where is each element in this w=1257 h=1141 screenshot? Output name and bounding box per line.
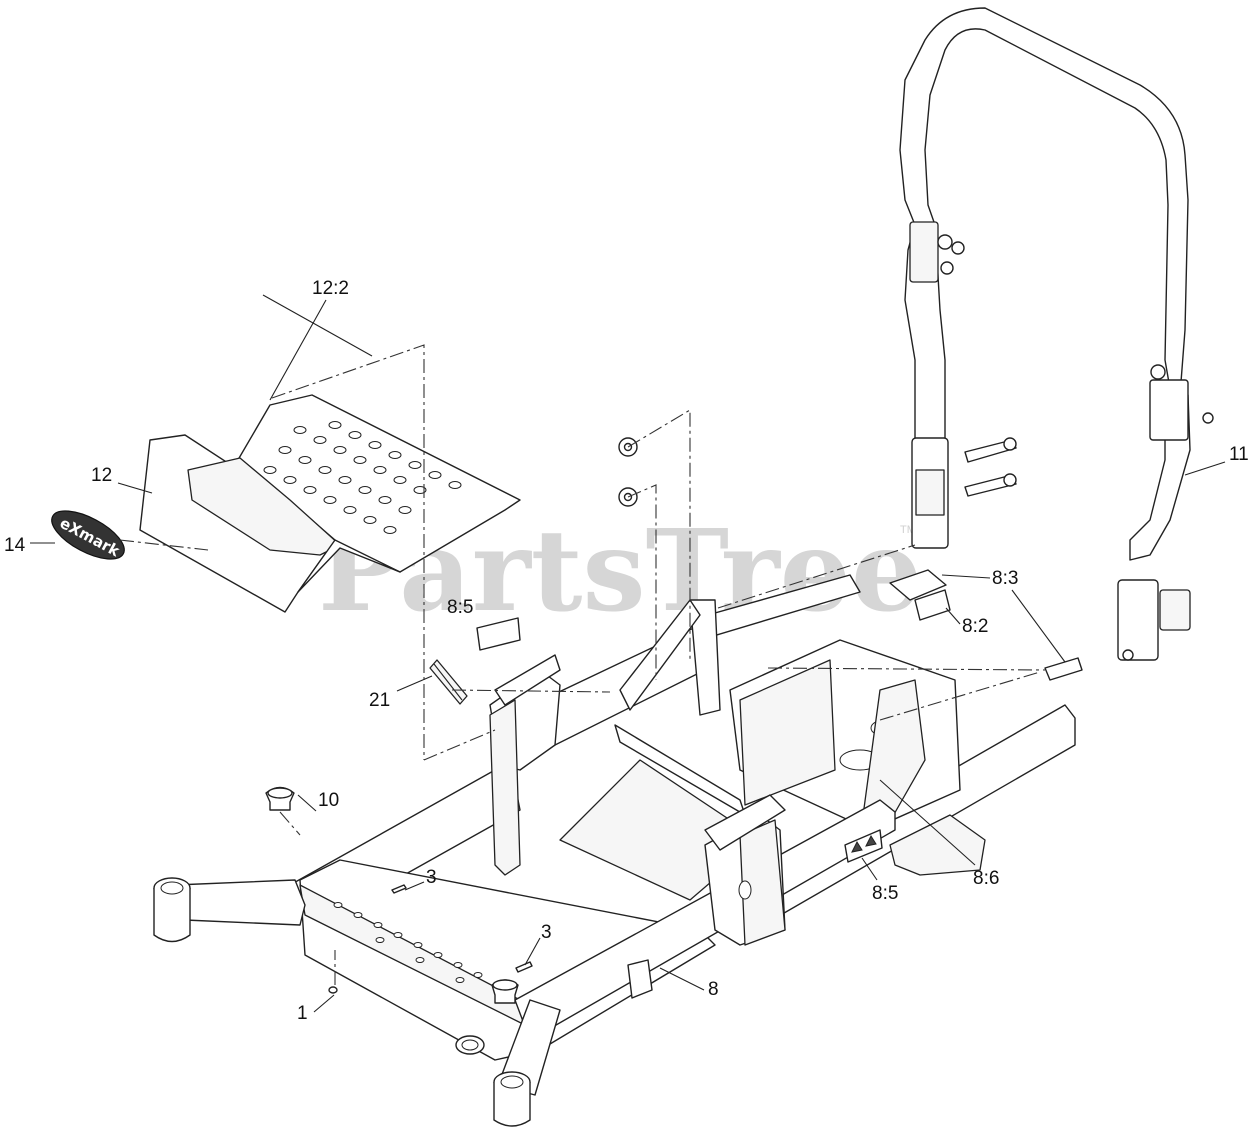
roll-bar xyxy=(899,7,1214,661)
callout-14: 14 xyxy=(4,535,26,556)
foot-plate xyxy=(139,394,521,613)
callout-1: 1 xyxy=(297,1003,308,1024)
nuts xyxy=(618,437,638,507)
callout-8: 8 xyxy=(708,979,719,1000)
front-rail-holes xyxy=(333,902,483,983)
callout-8-2: 8:2 xyxy=(962,616,988,637)
foot-plate-holes xyxy=(263,421,462,534)
callout-3-right: 3 xyxy=(541,922,552,943)
main-frame xyxy=(153,574,1076,1127)
callout-8-3: 8:3 xyxy=(992,568,1018,589)
callout-12-2: 12:2 xyxy=(312,278,349,299)
bumpers xyxy=(265,786,519,1004)
callout-3-left: 3 xyxy=(426,867,437,888)
decal-right xyxy=(1044,657,1083,681)
callout-11: 11 xyxy=(1229,444,1249,465)
callouts: 12:2 12 14 11 8:3 8:2 8:5 21 10 3 3 1 8 … xyxy=(4,278,1249,1024)
exmark-logo-badge: eXmark xyxy=(51,510,125,561)
callout-12: 12 xyxy=(91,465,112,486)
callout-8-6: 8:6 xyxy=(973,868,999,889)
handle-grip xyxy=(429,659,468,705)
callout-21: 21 xyxy=(369,690,390,711)
callout-10: 10 xyxy=(318,790,339,811)
decal-8-3 xyxy=(889,569,947,601)
decal-top xyxy=(476,617,521,651)
pins xyxy=(328,884,533,994)
assembly-lines xyxy=(119,344,1046,985)
callout-8-5-bottom: 8:5 xyxy=(872,883,898,904)
decal-8-2 xyxy=(914,589,951,621)
leader-lines xyxy=(30,294,1226,1013)
callout-8-5-top: 8:5 xyxy=(447,597,473,618)
